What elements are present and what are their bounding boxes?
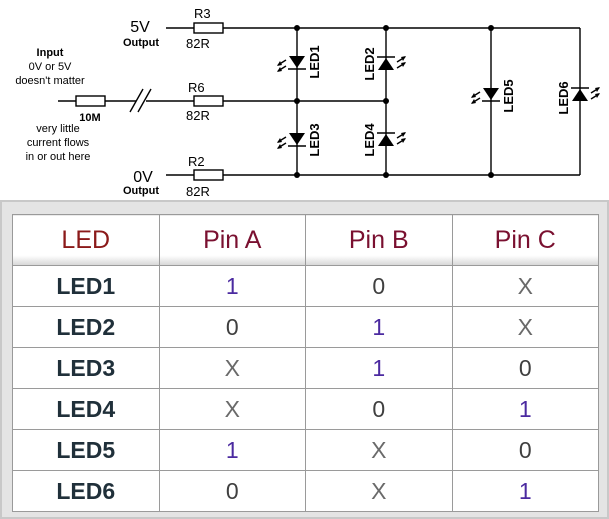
break-mark-1 xyxy=(129,88,144,113)
cell-led: LED5 xyxy=(12,429,160,471)
cell-pin-a: X xyxy=(158,388,306,430)
input-resistor-label: 10M xyxy=(79,112,100,124)
resistor-r2-name: R2 xyxy=(188,154,205,169)
led6-diode-icon xyxy=(571,87,600,101)
cell-led: LED2 xyxy=(12,306,160,348)
junction-dot xyxy=(488,172,494,178)
truth-table-frame: LED Pin A Pin B Pin C LED1 1 0 X LED2 0 … xyxy=(0,200,609,519)
input-title: Input xyxy=(37,47,64,59)
resistor-r3-name: R3 xyxy=(194,6,211,21)
led5-diode-icon xyxy=(471,88,500,104)
led2-diode-icon xyxy=(377,56,406,70)
cell-pin-c: 1 xyxy=(451,470,599,512)
resistor-r3-value: 82R xyxy=(186,36,210,51)
table-row: LED6 0 X 1 xyxy=(12,470,599,512)
cell-pin-b: X xyxy=(305,429,453,471)
header-pin-c: Pin C xyxy=(451,214,599,266)
table-row: LED4 X 0 1 xyxy=(12,388,599,430)
supply-bottom-label: 0V xyxy=(133,169,153,186)
led5-label: LED5 xyxy=(501,79,516,112)
junction-dot xyxy=(383,172,389,178)
cell-pin-c: 1 xyxy=(451,388,599,430)
led2-label: LED2 xyxy=(362,47,377,80)
led4-diode-icon xyxy=(377,132,406,146)
table-row: LED3 X 1 0 xyxy=(12,347,599,389)
cell-led: LED4 xyxy=(12,388,160,430)
supply-top-label: 5V xyxy=(130,19,150,36)
circuit-schematic: Input 0V or 5V doesn't matter very littl… xyxy=(15,6,600,199)
cell-pin-a: X xyxy=(158,347,306,389)
cell-pin-b: X xyxy=(305,470,453,512)
input-line-1: 0V or 5V xyxy=(29,61,72,73)
cell-pin-a: 0 xyxy=(158,470,306,512)
resistor-r6-name: R6 xyxy=(188,80,205,95)
supply-bottom-sub: Output xyxy=(123,185,159,197)
cell-pin-a: 1 xyxy=(158,265,306,307)
led4-label: LED4 xyxy=(362,123,377,157)
input-resistor xyxy=(75,95,106,107)
junction-dot xyxy=(488,25,494,31)
header-led: LED xyxy=(12,214,160,266)
note-line-1: very little xyxy=(36,123,79,135)
cell-pin-c: X xyxy=(451,306,599,348)
table-row: LED2 0 1 X xyxy=(12,306,599,348)
cell-pin-c: 0 xyxy=(451,347,599,389)
input-line-2: doesn't matter xyxy=(15,75,85,87)
led3-label: LED3 xyxy=(307,123,322,156)
cell-pin-c: 0 xyxy=(451,429,599,471)
table-row: LED1 1 0 X xyxy=(12,265,599,307)
cell-led: LED3 xyxy=(12,347,160,389)
resistor-r6-value: 82R xyxy=(186,108,210,123)
junction-dot xyxy=(294,172,300,178)
resistor-r2 xyxy=(193,169,224,181)
resistor-r2-value: 82R xyxy=(186,184,210,199)
junction-dot xyxy=(383,25,389,31)
led1-diode-icon xyxy=(277,56,306,72)
cell-pin-a: 0 xyxy=(158,306,306,348)
cell-pin-b: 0 xyxy=(305,265,453,307)
note-line-2: current flows xyxy=(27,137,90,149)
cell-pin-b: 1 xyxy=(305,306,453,348)
table-row: LED5 1 X 0 xyxy=(12,429,599,471)
truth-table: LED Pin A Pin B Pin C LED1 1 0 X LED2 0 … xyxy=(12,214,599,512)
resistor-r6 xyxy=(193,95,224,107)
header-pin-b: Pin B xyxy=(305,214,453,266)
table-header-row: LED Pin A Pin B Pin C xyxy=(12,214,599,266)
led1-label: LED1 xyxy=(307,45,322,78)
cell-pin-c: X xyxy=(451,265,599,307)
junction-dot xyxy=(294,25,300,31)
cell-pin-b: 0 xyxy=(305,388,453,430)
junction-dot xyxy=(294,98,300,104)
cell-pin-a: 1 xyxy=(158,429,306,471)
junction-dot xyxy=(383,98,389,104)
cell-led: LED1 xyxy=(12,265,160,307)
cell-pin-b: 1 xyxy=(305,347,453,389)
header-pin-a: Pin A xyxy=(158,214,306,266)
break-mark-2 xyxy=(137,88,152,113)
resistor-r3 xyxy=(193,22,224,34)
note-line-3: in or out here xyxy=(26,151,91,163)
cell-led: LED6 xyxy=(12,470,160,512)
led3-diode-icon xyxy=(277,133,306,149)
supply-top-sub: Output xyxy=(123,37,159,49)
led6-label: LED6 xyxy=(556,81,571,114)
